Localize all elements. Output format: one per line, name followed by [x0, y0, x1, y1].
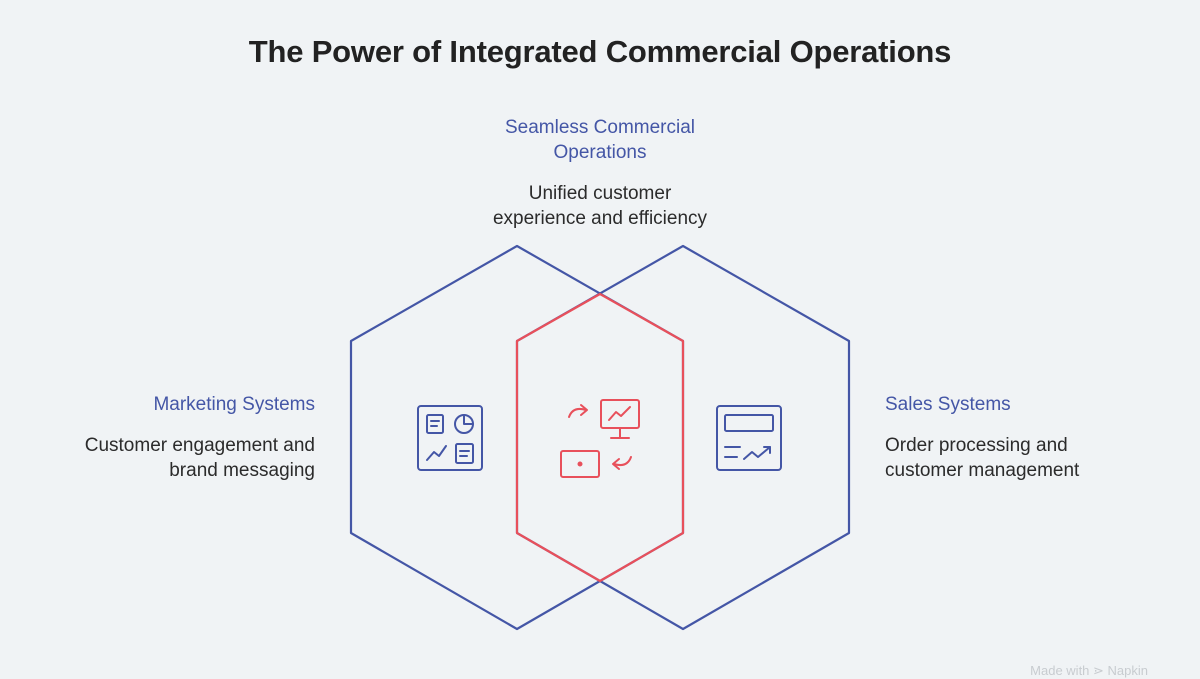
center-label: Seamless Commercial Operations Unified c…: [450, 115, 750, 231]
sales-heading: Sales Systems: [885, 394, 1011, 415]
marketing-heading: Marketing Systems: [153, 394, 315, 415]
center-description: Unified customer experience and efficien…: [492, 183, 708, 229]
intersection-hexagon: [515, 292, 685, 583]
sales-report-icon: [716, 405, 782, 471]
marketing-description: Customer engagement and brand messaging: [84, 435, 315, 481]
napkin-watermark: Made with ⋗ Napkin: [1030, 663, 1148, 678]
center-heading: Seamless Commercial Operations: [504, 117, 696, 163]
dashboard-icon: [417, 405, 483, 471]
sync-monitor-icon: [560, 399, 640, 478]
marketing-label: Marketing Systems Customer engagement an…: [15, 392, 315, 483]
sales-label: Sales Systems Order processing and custo…: [885, 392, 1185, 483]
page-title: The Power of Integrated Commercial Opera…: [248, 34, 952, 69]
sales-description: Order processing and customer management: [885, 435, 1080, 481]
